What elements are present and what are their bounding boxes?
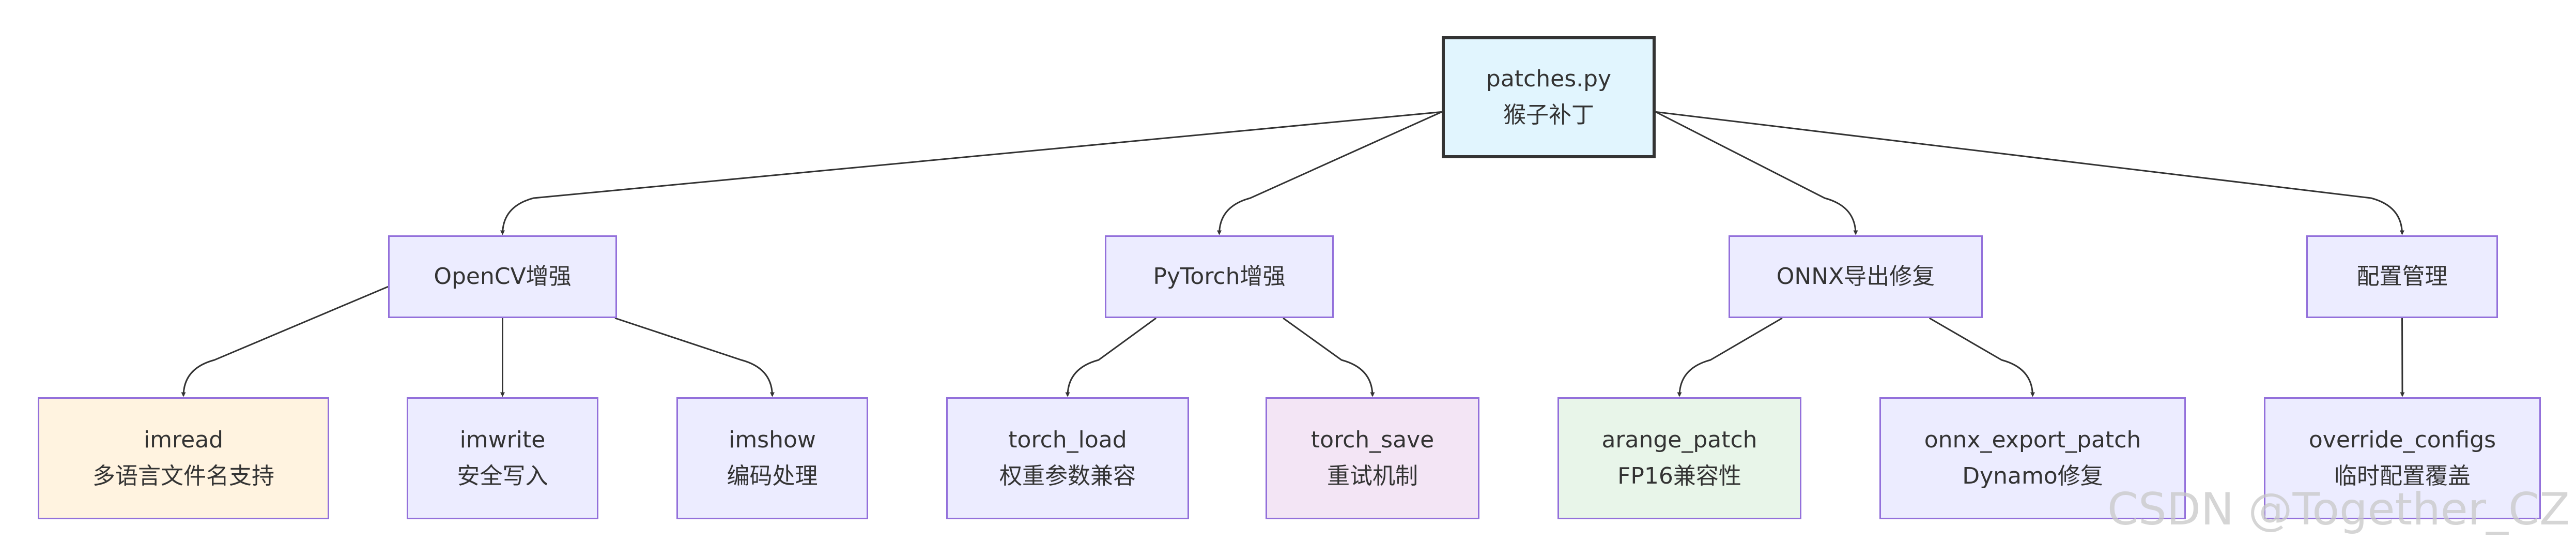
leaf-node-title: onnx_export_patch [1924, 427, 2141, 453]
root-node-patches[interactable]: patches.py 猴子补丁 [1442, 36, 1656, 158]
edge-root-to-pytorch [1217, 111, 1442, 235]
leaf-node-subtitle: 重试机制 [1327, 463, 1418, 489]
category-node-label: OpenCV增强 [434, 263, 572, 290]
category-node-config[interactable]: 配置管理 [2306, 235, 2498, 318]
leaf-node-subtitle: 多语言文件名支持 [92, 463, 274, 489]
edge-root-to-config [1655, 111, 2404, 235]
leaf-node-title: torch_load [1008, 427, 1127, 453]
category-node-label: 配置管理 [2356, 263, 2448, 290]
leaf-node-title: imwrite [459, 427, 546, 453]
edge-onnx-to-arange_patch [1677, 317, 1783, 397]
leaf-node-subtitle: 编码处理 [727, 463, 818, 489]
leaf-node-onnx-export-patch[interactable]: onnx_export_patch Dynamo修复 [1879, 397, 2186, 519]
edge-root-to-onnx [1655, 111, 1858, 235]
leaf-node-override-configs[interactable]: override_configs 临时配置覆盖 [2264, 397, 2541, 519]
leaf-node-imwrite[interactable]: imwrite 安全写入 [407, 397, 598, 519]
edge-root-to-opencv [500, 111, 1442, 235]
edge-onnx-to-onnx_export_patch [1929, 317, 2035, 397]
category-node-label: ONNX导出修复 [1776, 263, 1935, 290]
leaf-node-title: imshow [729, 427, 816, 453]
leaf-node-subtitle: 安全写入 [457, 463, 548, 489]
category-node-onnx[interactable]: ONNX导出修复 [1729, 235, 1983, 318]
edge-pytorch-to-torch_save [1283, 317, 1375, 397]
edge-pytorch-to-torch_load [1065, 317, 1157, 397]
root-node-subtitle: 猴子补丁 [1503, 102, 1594, 128]
leaf-node-arange-patch[interactable]: arange_patch FP16兼容性 [1557, 397, 1801, 519]
leaf-node-title: arange_patch [1601, 427, 1757, 453]
edge-opencv-to-imread [181, 285, 389, 397]
root-node-title: patches.py [1486, 66, 1612, 92]
csdn-watermark: CSDN @Together_CZ [2107, 484, 2570, 535]
leaf-node-imshow[interactable]: imshow 编码处理 [676, 397, 868, 519]
edge-config-to-override_configs [2400, 318, 2405, 397]
edge-opencv-to-imshow [614, 317, 775, 397]
category-node-pytorch[interactable]: PyTorch增强 [1105, 235, 1334, 318]
leaf-node-subtitle: 权重参数兼容 [999, 463, 1136, 489]
leaf-node-imread[interactable]: imread 多语言文件名支持 [38, 397, 329, 519]
leaf-node-title: torch_save [1310, 427, 1434, 453]
leaf-node-subtitle: Dynamo修复 [1962, 463, 2103, 489]
category-node-opencv[interactable]: OpenCV增强 [388, 235, 617, 318]
category-node-label: PyTorch增强 [1153, 263, 1286, 290]
leaf-node-title: imread [143, 427, 224, 453]
leaf-node-torch-save[interactable]: torch_save 重试机制 [1266, 397, 1479, 519]
leaf-node-torch-load[interactable]: torch_load 权重参数兼容 [946, 397, 1189, 519]
leaf-node-title: override_configs [2308, 427, 2496, 453]
leaf-node-subtitle: FP16兼容性 [1617, 463, 1741, 489]
leaf-node-subtitle: 临时配置覆盖 [2334, 463, 2471, 489]
